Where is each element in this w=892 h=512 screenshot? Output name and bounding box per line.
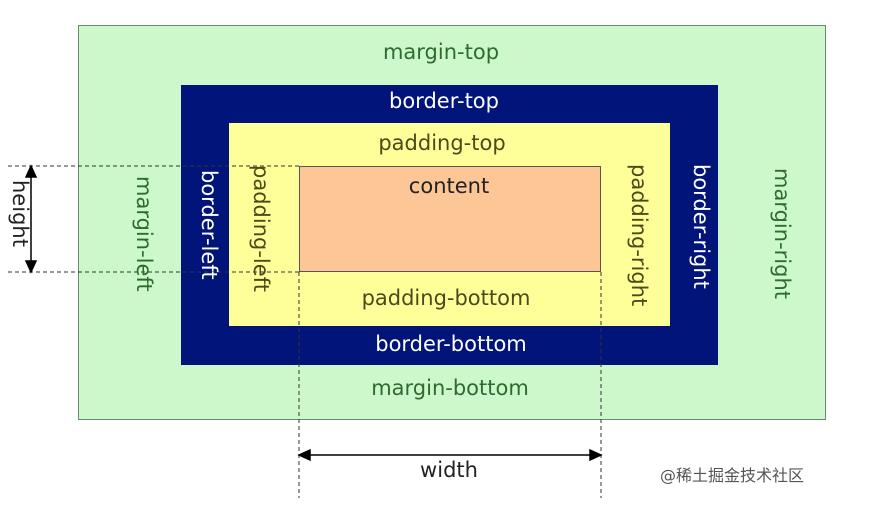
border-left-label: border-left [197, 170, 221, 280]
content-label: content [408, 174, 490, 198]
watermark-label: @稀土掘金技术社区 [660, 466, 805, 485]
width-arrow-head-left [297, 448, 311, 462]
padding-right-label: padding-right [627, 164, 651, 307]
content-area [299, 166, 601, 272]
height-label: height [8, 180, 32, 247]
padding-top-label: padding-top [378, 131, 506, 155]
padding-bottom-label: padding-bottom [361, 286, 531, 310]
height-arrow-head-down [24, 260, 38, 274]
margin-right-label: margin-right [770, 168, 794, 299]
margin-bottom-label: margin-bottom [371, 376, 529, 400]
border-bottom-label: border-bottom [375, 332, 527, 356]
border-right-label: border-right [689, 164, 713, 289]
padding-left-label: padding-left [249, 165, 273, 292]
margin-top-label: margin-top [382, 40, 500, 64]
margin-left-label: margin-left [132, 176, 156, 292]
height-arrow-head-up [24, 164, 38, 178]
width-arrow-head-right [589, 448, 603, 462]
width-label: width [420, 458, 478, 482]
border-top-label: border-top [389, 89, 499, 113]
